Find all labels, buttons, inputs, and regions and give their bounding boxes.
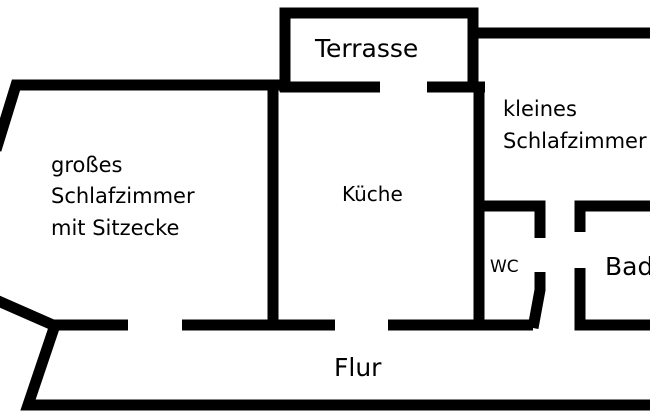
room-label-kitchen: Küche	[342, 182, 403, 206]
room-label-bath: Bad	[605, 252, 650, 281]
large-bedroom-slant-wall	[0, 295, 128, 331]
large-bedroom-top-wall	[0, 79, 285, 152]
room-label-large-bedroom-line1: großes	[51, 153, 122, 177]
terrasse-wall	[279, 7, 479, 92]
room-label-large-bedroom-line3: mit Sitzecke	[51, 216, 179, 240]
room-label-large-bedroom-line2: Schlafzimmer	[51, 184, 195, 208]
room-label-hallway: Flur	[334, 353, 382, 382]
wc-right-wall	[527, 272, 546, 329]
hallway-outer-wall	[20, 323, 650, 411]
bath-bottom-wall	[574, 268, 650, 331]
wc-top-wall	[479, 200, 546, 238]
walls	[0, 7, 650, 411]
bath-top-wall	[574, 200, 650, 232]
room-label-small-bedroom-line1: kleines	[503, 97, 577, 121]
room-label-wc: WC	[490, 257, 519, 277]
room-label-small-bedroom-line2: Schlafzimmer	[503, 129, 647, 153]
room-label-terrasse: Terrasse	[314, 34, 418, 63]
